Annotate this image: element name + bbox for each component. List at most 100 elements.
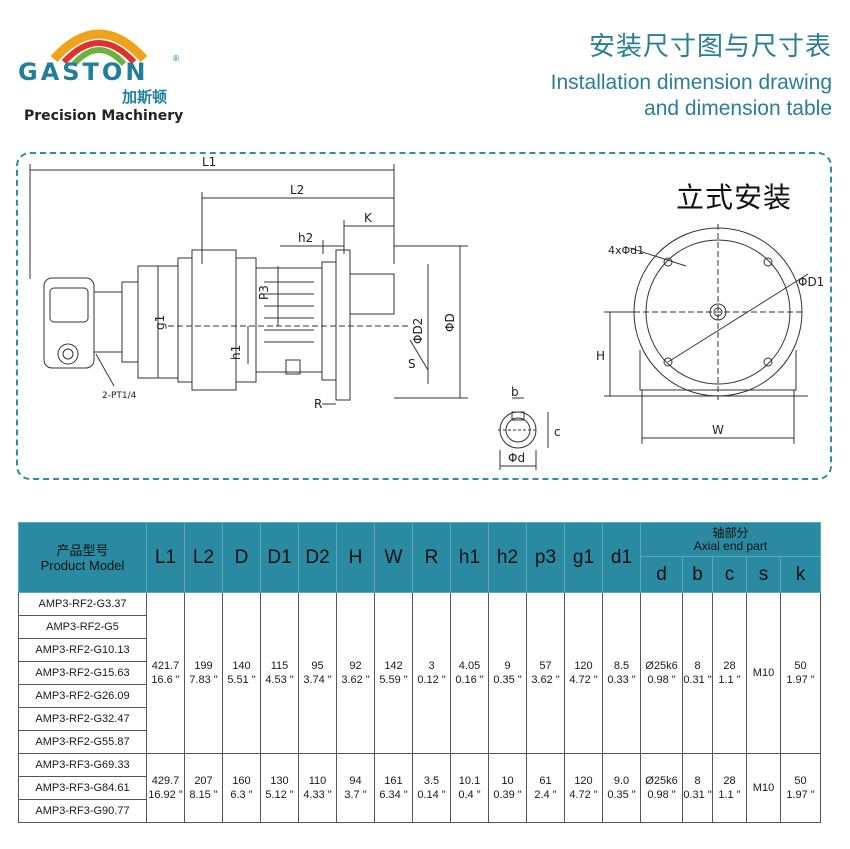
value-inch: 6.3 " (230, 789, 253, 801)
value-inch: 0.98 " (647, 789, 676, 801)
label-L2: L2 (290, 183, 304, 197)
col-header-D1: D1 (260, 522, 299, 593)
value-inch: 5.12 " (265, 789, 294, 801)
value-inch: 4.72 " (569, 674, 598, 686)
mount-label: 立式安装 (676, 181, 793, 214)
value-mm: Ø25k6 (645, 660, 678, 672)
table-row: AMP3-RF2-G10.13 (18, 638, 821, 662)
col-header-L2: L2 (184, 522, 223, 593)
page-title-en-line1: Installation dimension drawing (550, 71, 832, 94)
value-mm: 94 (349, 775, 362, 787)
model-cell: AMP3-RF2-G15.63 (18, 661, 147, 685)
value-mm: 140 (232, 660, 251, 672)
value-inch: 4.72 " (569, 789, 598, 801)
value-mm: 61 (539, 775, 552, 787)
value-cell: 4.05 0.16 " (450, 592, 489, 754)
value-inch: 16.6 " (151, 674, 180, 686)
label-d: Φd (508, 451, 525, 465)
value-inch: 1.1 " (718, 789, 741, 801)
col-header-H: H (336, 522, 375, 593)
model-cell: AMP3-RF2-G10.13 (18, 638, 147, 662)
col-header-R: R (412, 522, 451, 593)
page-title-en: Installation dimension drawing and dimen… (551, 70, 832, 122)
value-cell: 3.5 0.14 " (412, 753, 451, 823)
value-inch: 0.98 " (647, 674, 676, 686)
value-inch: 3.62 " (341, 674, 370, 686)
dimension-table: 产品型号 Product Model L1 L2 D D1 D2 H W R h… (18, 522, 821, 823)
value-mm: 57 (539, 660, 552, 672)
value-mm: Ø25k6 (645, 775, 678, 787)
label-h2: h2 (298, 231, 313, 245)
value-mm: 421.7 (151, 660, 180, 672)
table-row: AMP3-RF2-G32.47 (18, 707, 821, 731)
value-mm: M10 (752, 667, 775, 679)
col-header-b: b (682, 556, 713, 593)
value-inch: 4.33 " (303, 789, 332, 801)
value-cell: Ø25k6 0.98 " (640, 592, 683, 754)
model-cell: AMP3-RF3-G69.33 (18, 753, 147, 777)
value-cell: M10 (746, 592, 781, 754)
col-header-s: s (746, 556, 781, 593)
label-D1: ΦD1 (798, 275, 824, 289)
value-inch: 0.14 " (417, 789, 446, 801)
value-inch: 0.31 " (683, 789, 712, 801)
value-inch: 1.1 " (718, 674, 741, 686)
brand-tagline: Precision Machinery (24, 108, 184, 124)
page-title-en-line2: and dimension table (644, 97, 832, 120)
label-c: c (554, 425, 561, 439)
value-mm: 161 (384, 775, 403, 787)
label-D: ΦD (443, 313, 457, 332)
value-cell: Ø25k6 0.98 " (640, 753, 683, 823)
value-mm: 115 (270, 660, 289, 672)
axial-header-en: Axial end part (693, 538, 768, 553)
value-cell: 120 4.72 " (564, 753, 603, 823)
value-mm: 4.05 (458, 660, 481, 672)
page-title-cn: 安装尺寸图与尺寸表 (588, 32, 832, 62)
value-inch: 2.4 " (534, 789, 557, 801)
col-header-D2: D2 (298, 522, 337, 593)
table-row: AMP3-RF2-G5 (18, 615, 821, 639)
value-inch: 0.31 " (683, 674, 712, 686)
value-inch: 1.97 " (786, 789, 815, 801)
value-cell: 57 3.62 " (526, 592, 565, 754)
value-cell: 421.7 16.6 " (146, 592, 185, 754)
label-D2: ΦD2 (411, 318, 425, 344)
table-row: AMP3-RF2-G15.63 (18, 661, 821, 685)
model-cell: AMP3-RF2-G3.37 (18, 592, 147, 616)
value-mm: 120 (574, 775, 593, 787)
installation-drawing: L1 L2 K h2 P3 g1 h1 ΦD2 ΦD S R 2-PT1/4 b… (29, 155, 824, 470)
value-mm: 120 (574, 660, 593, 672)
value-mm: 429.7 (151, 775, 180, 787)
value-cell: 61 2.4 " (526, 753, 565, 823)
value-inch: 1.97 " (786, 674, 815, 686)
value-mm: 160 (232, 775, 251, 787)
model-cell: AMP3-RF2-G5 (18, 615, 147, 639)
label-b: b (511, 385, 519, 399)
value-mm: 3.5 (423, 775, 440, 787)
value-inch: 5.59 " (379, 674, 408, 686)
model-cell: AMP3-RF2-G55.87 (18, 730, 147, 754)
col-header-d: d (640, 556, 683, 593)
col-header-W: W (374, 522, 413, 593)
model-cell: AMP3-RF2-G26.09 (18, 684, 147, 708)
value-cell: M10 (746, 753, 781, 823)
value-inch: 0.16 " (455, 674, 484, 686)
value-inch: 3.62 " (531, 674, 560, 686)
label-g1: g1 (153, 315, 167, 330)
col-header-D: D (222, 522, 261, 593)
value-mm: 130 (270, 775, 289, 787)
